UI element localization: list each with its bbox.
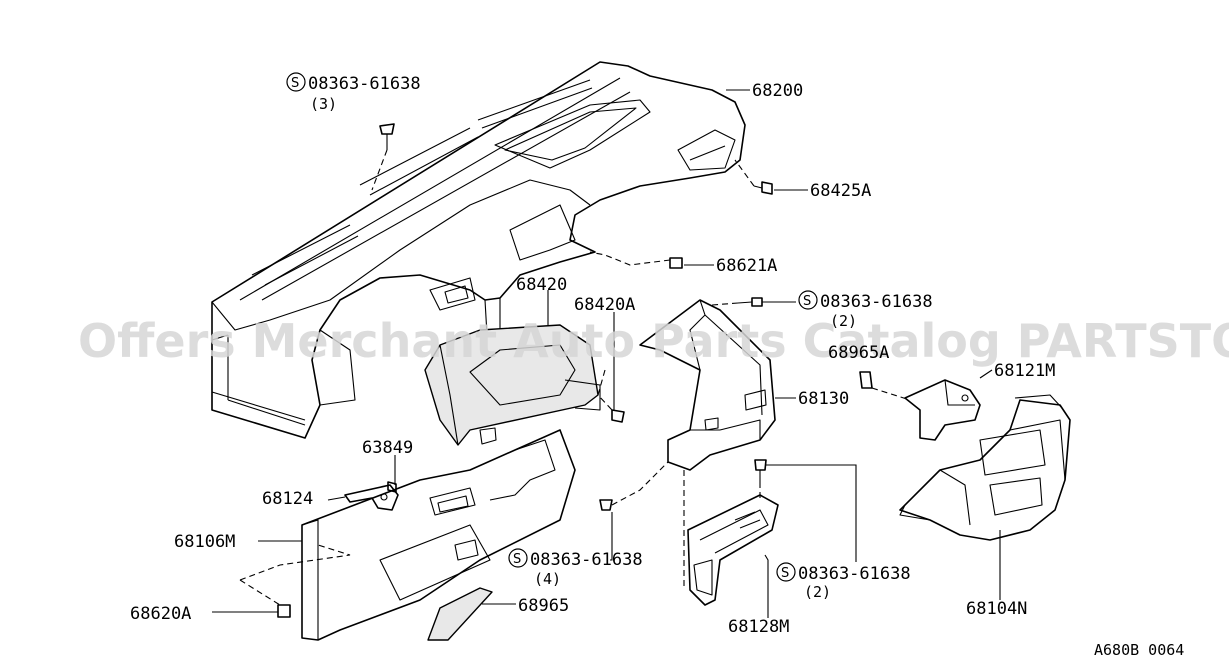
- symbol-s: S: [291, 76, 299, 91]
- label-63849: 63849: [362, 438, 413, 458]
- console-bracket-drawing: [904, 379, 981, 441]
- console-drawing: [899, 394, 1071, 541]
- s-symbol-icon: [776, 562, 796, 582]
- part-number: 08363-61638: [798, 564, 911, 584]
- instrument-panel-drawing: [211, 61, 746, 439]
- label-68621a: 68621A: [716, 256, 777, 276]
- leader-lines: [212, 89, 1001, 618]
- label-68420: 68420: [516, 275, 567, 295]
- label-68420a: 68420A: [574, 295, 635, 315]
- quantity: (4): [534, 570, 561, 588]
- label-68124: 68124: [262, 489, 313, 509]
- assembly-dashed-lines: [239, 149, 911, 606]
- lower-cover-drawing: [301, 429, 576, 641]
- label-68620a: 68620A: [130, 604, 191, 624]
- watermark-text: Offers Merchant Auto Parts Catalog PARTS…: [78, 314, 1229, 368]
- quantity: (2): [830, 312, 857, 330]
- callout-screw-top: S 08363-61638 (3): [286, 72, 421, 113]
- label-68128m: 68128M: [728, 617, 789, 637]
- s-symbol-icon: [286, 72, 306, 92]
- label-68965: 68965: [518, 596, 569, 616]
- part-number: 08363-61638: [530, 550, 643, 570]
- s-symbol-icon: [508, 548, 528, 568]
- part-number: 08363-61638: [820, 292, 933, 312]
- lid-drawing: [427, 587, 493, 641]
- symbol-s: S: [513, 552, 521, 567]
- diagram-code: A680B 0064: [1094, 641, 1184, 659]
- symbol-s: S: [803, 294, 811, 309]
- label-68106m: 68106M: [174, 532, 235, 552]
- quantity: (2): [804, 583, 831, 601]
- finisher-drawing: [687, 494, 779, 606]
- quantity: (3): [310, 95, 337, 113]
- label-68121m: 68121M: [994, 361, 1055, 381]
- label-68130: 68130: [798, 389, 849, 409]
- label-68965a: 68965A: [828, 343, 889, 363]
- part-number: 08363-61638: [308, 74, 421, 94]
- callout-screw-lower: S 08363-61638 (4): [508, 548, 643, 588]
- label-68425a: 68425A: [810, 181, 871, 201]
- fasteners: [277, 123, 873, 618]
- symbol-s: S: [781, 566, 789, 581]
- s-symbol-icon: [798, 290, 818, 310]
- callout-screw-lid: S 08363-61638 (2): [776, 562, 911, 601]
- label-68104n: 68104N: [966, 599, 1027, 619]
- label-68200: 68200: [752, 81, 803, 101]
- callout-screw-bracket: S 08363-61638 (2): [798, 290, 933, 330]
- stay-drawing: [639, 299, 776, 471]
